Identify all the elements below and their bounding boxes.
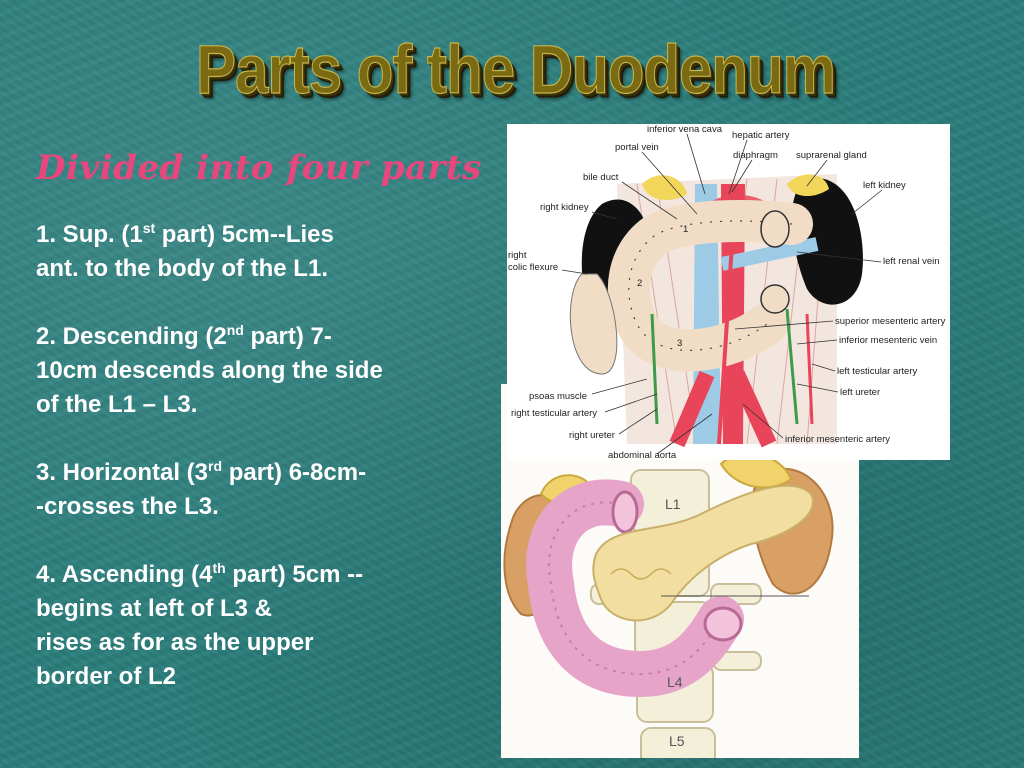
vertebra-label-l4: L4	[667, 674, 683, 690]
label-suprarenal-gland: suprarenal gland	[796, 150, 867, 161]
part-line: 1. Sup. (1st part) 5cm--Lies	[36, 220, 334, 248]
part-item: 2. Descending (2nd part) 7- 10cm descends…	[36, 320, 486, 422]
label-part-1: 1	[683, 224, 688, 235]
ordinal-suffix: nd	[226, 322, 244, 338]
slide-title: Parts of the Duodenum	[196, 30, 837, 108]
duodenum-spine-svg: L1 L4 L5	[503, 452, 834, 758]
part-line: 10cm descends along the side	[36, 357, 383, 384]
label-right: right	[508, 250, 527, 261]
part-line: 4. Ascending (4th part) 5cm --	[36, 560, 364, 588]
label-inferior-vena-cava: inferior vena cava	[647, 124, 723, 135]
part-line: 2. Descending (2nd part) 7-	[36, 322, 332, 350]
ordinal-suffix: st	[142, 220, 156, 236]
part-item: 4. Ascending (4th part) 5cm -- begins at …	[36, 558, 486, 694]
label-part-3: 3	[677, 338, 682, 349]
part-line: rises as for as the upper	[36, 629, 314, 656]
part-line: ant. to the body of the L1.	[36, 255, 328, 282]
label-bile-duct: bile duct	[583, 172, 619, 183]
part-item: 1. Sup. (1st part) 5cm--Lies ant. to the …	[36, 218, 486, 286]
vertebra-label-l1: L1	[665, 496, 681, 512]
label-abdominal-aorta: abdominal aorta	[608, 450, 677, 460]
label-inferior-mesenteric-vein: inferior mesenteric vein	[839, 335, 937, 346]
label-right-ureter: right ureter	[569, 430, 615, 441]
ordinal-suffix: th	[212, 560, 226, 576]
vertebra-label-l5: L5	[669, 733, 685, 749]
label-hepatic-artery: hepatic artery	[732, 130, 790, 141]
label-left-testicular-artery: left testicular artery	[837, 366, 917, 377]
label-superior-mesenteric-artery: superior mesenteric artery	[835, 316, 946, 327]
label-part-2: 2	[637, 278, 642, 289]
part-line: of the L1 – L3.	[36, 391, 198, 418]
label-inferior-mesenteric-artery: inferior mesenteric artery	[785, 434, 890, 445]
label-psoas-muscle: psoas muscle	[529, 391, 587, 402]
slide-subtitle: Divided into four parts	[36, 148, 482, 188]
parts-list: 1. Sup. (1st part) 5cm--Lies ant. to the …	[36, 218, 486, 728]
label-portal-vein: portal vein	[615, 142, 659, 153]
part-line: begins at left of L3 &	[36, 595, 273, 622]
duodenum-relations-svg: inferior vena cava hepatic artery portal…	[507, 124, 950, 460]
part-line: border of L2	[36, 663, 177, 690]
label-right-testicular-artery: right testicular artery	[511, 408, 597, 419]
label-left-ureter: left ureter	[840, 387, 880, 398]
part-line: 3. Horizontal (3rd part) 6-8cm-	[36, 458, 367, 486]
part-line: -crosses the L3.	[36, 493, 219, 520]
label-diaphragm: diaphragm	[733, 150, 778, 161]
part-item: 3. Horizontal (3rd part) 6-8cm- -crosses …	[36, 456, 486, 524]
label-right-kidney: right kidney	[540, 202, 589, 213]
duodenum-relations-figure: inferior vena cava hepatic artery portal…	[507, 124, 950, 460]
label-left-kidney: left kidney	[863, 180, 906, 191]
label-colic-flexure: colic flexure	[508, 262, 558, 273]
ordinal-suffix: rd	[208, 458, 223, 474]
label-left-renal-vein: left renal vein	[883, 256, 940, 267]
